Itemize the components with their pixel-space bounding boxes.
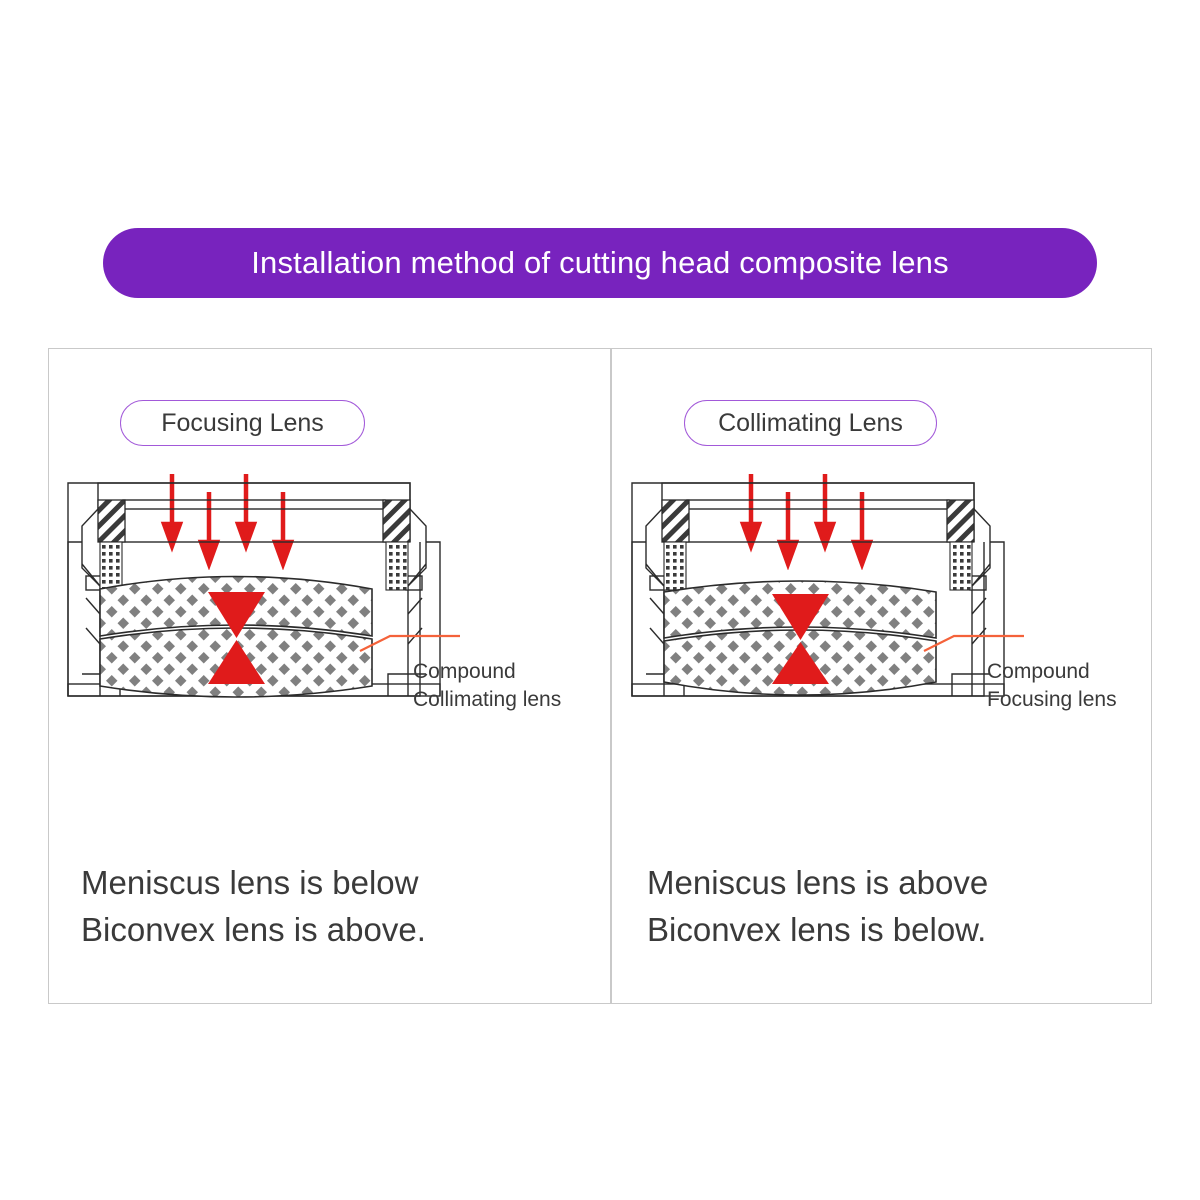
beam-arrows-right: [739, 474, 874, 570]
caption-line-1: Meniscus lens is below: [81, 864, 419, 901]
callout-compound-collimating: Compound Collimating lens: [413, 658, 561, 714]
caption-line-2: Biconvex lens is below.: [647, 910, 987, 948]
page-title: Installation method of cutting head comp…: [251, 245, 949, 280]
caption-line-1: Meniscus lens is above: [647, 864, 989, 901]
callout-line-2: Collimating lens: [413, 687, 562, 711]
callout-leader-line: [359, 634, 460, 652]
badge-collimating-lens-label: Collimating Lens: [718, 408, 903, 437]
triangle-up-marker: [208, 640, 265, 684]
panel-divider: [610, 348, 612, 1004]
lens-assembly-focusing: [67, 482, 460, 698]
callout-compound-focusing: Compound Focusing lens: [987, 658, 1117, 714]
triangle-up-marker: [772, 642, 829, 684]
callout-line-2: Focusing lens: [987, 687, 1117, 711]
panel-collimating-lens: Collimating Lens: [612, 348, 1152, 1004]
page-title-banner: Installation method of cutting head comp…: [103, 228, 1097, 298]
caption-collimating: Meniscus lens is above Biconvex lens is …: [647, 860, 988, 954]
callout-leader-line: [923, 634, 1024, 652]
beam-arrows-left: [160, 474, 295, 570]
badge-focusing-lens-label: Focusing Lens: [161, 408, 324, 437]
badge-collimating-lens: Collimating Lens: [684, 400, 937, 446]
callout-line-1: Compound: [413, 660, 516, 683]
lens-assembly-collimating: [631, 482, 1024, 697]
triangle-down-marker: [772, 594, 829, 640]
panel-focusing-lens: Focusing Lens: [48, 348, 610, 1004]
triangle-down-marker: [208, 592, 265, 638]
badge-focusing-lens: Focusing Lens: [120, 400, 365, 446]
caption-line-2: Biconvex lens is above.: [81, 910, 426, 948]
caption-focusing: Meniscus lens is below Biconvex lens is …: [81, 860, 426, 954]
callout-line-1: Compound: [987, 660, 1090, 683]
